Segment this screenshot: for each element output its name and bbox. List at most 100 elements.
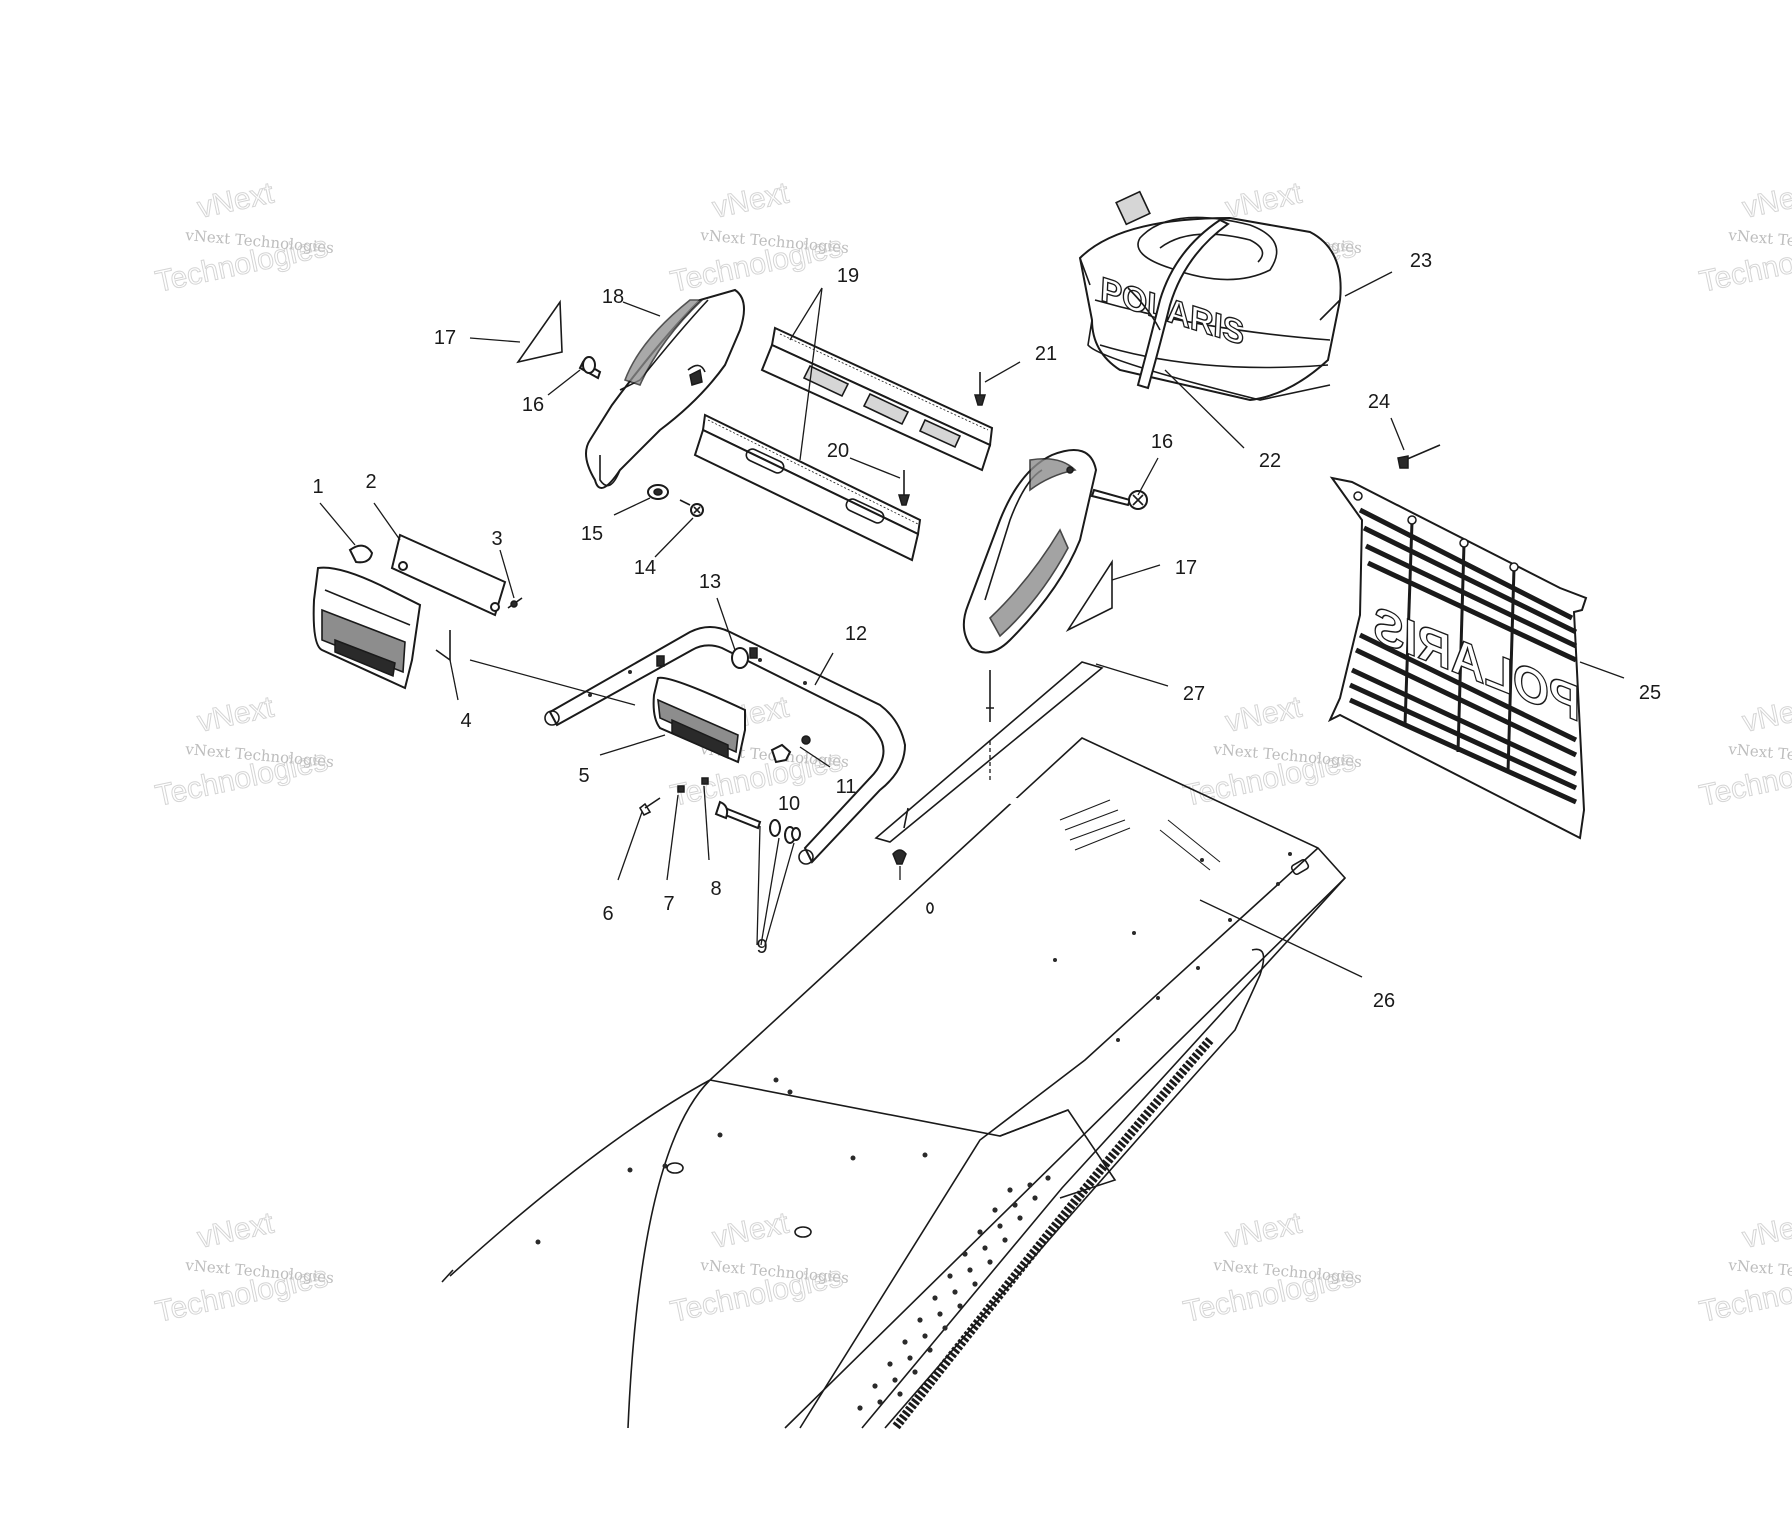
- tunnel-vent-holes: [857, 1175, 1051, 1411]
- washer: [791, 827, 801, 841]
- callout-25: 25: [1639, 682, 1661, 704]
- callout-22: 22: [1259, 450, 1281, 472]
- nut: [770, 743, 792, 764]
- brace-hatch: [1059, 799, 1221, 871]
- callout-21: 21: [1035, 343, 1057, 365]
- rack-rail-lower: [693, 413, 922, 562]
- callout-17-right: 17: [1175, 557, 1197, 579]
- watermark: vNext vNext Technologies Technologies: [152, 1206, 335, 1329]
- callout-17-left: 17: [434, 327, 456, 349]
- strap: [1136, 218, 1230, 390]
- side-bracket-left: [585, 288, 745, 489]
- tunnel-edge-2: [861, 877, 1346, 1429]
- tunnel-slot: [926, 902, 934, 914]
- tunnel-left-side: [627, 1079, 711, 1429]
- side-bracket-right: [962, 449, 1098, 654]
- watermark-line1: vNext: [710, 176, 793, 224]
- rear-bumper: [544, 626, 907, 865]
- rivet-24: [1397, 455, 1409, 469]
- callout-15: 15: [581, 523, 603, 545]
- watermark-line1: vNext: [1740, 176, 1792, 224]
- strap: [1127, 287, 1161, 331]
- watermark: vNext vNext Technologies Technologies: [1696, 1206, 1792, 1329]
- washer-small: [701, 777, 709, 785]
- lens-screw: [507, 597, 523, 609]
- nut: [801, 735, 811, 745]
- snow-flap: POLARIS: [1327, 476, 1588, 840]
- watermark-line1: vNext: [1223, 690, 1306, 738]
- running-board-rail: [884, 948, 1265, 1429]
- push-pin-21: [973, 394, 987, 406]
- tunnel-inner-edge: [799, 847, 1319, 1429]
- tunnel-rivets: [535, 852, 1292, 1245]
- watermark-line1: vNext: [195, 1206, 278, 1254]
- bolt-16-left: [582, 356, 596, 374]
- tunnel-bumper-tab: [1290, 858, 1310, 876]
- callout-8: 8: [710, 878, 721, 900]
- callout-18: 18: [602, 286, 624, 308]
- leader-lines: [319, 271, 1625, 978]
- washer: [769, 819, 781, 837]
- tunnel-panel-seam: [999, 1109, 1117, 1199]
- cross-brace: [996, 766, 1250, 944]
- watermark: vNext vNext Technologies Technologies: [667, 176, 850, 299]
- bolt-16-right: [1090, 488, 1132, 507]
- callouts: 1 2 3 4 5 6 7 8 9 10 11 12 13 14 15 16 1…: [312, 250, 1661, 1012]
- callout-2: 2: [365, 471, 376, 493]
- watermark-line1: vNext: [1223, 176, 1306, 224]
- storage-box: POLARIS: [1078, 190, 1342, 402]
- watermark: vNext vNext Technologies Technologies: [1180, 1206, 1363, 1329]
- watermark-line1: vNext: [195, 176, 278, 224]
- tail-light-lower: [652, 676, 746, 764]
- tunnel-slot: [666, 1162, 684, 1174]
- callout-7: 7: [663, 893, 674, 915]
- hardware: [516, 299, 1441, 844]
- watermark-line1: vNext: [1740, 1206, 1792, 1254]
- push-pin-20: [897, 494, 911, 506]
- watermark-line1: vNext: [1223, 1206, 1306, 1254]
- watermark: vNext vNext Technologies Technologies: [152, 690, 335, 813]
- bulb: [348, 544, 374, 564]
- reflector-decal: [1065, 559, 1113, 633]
- grommet: [731, 647, 749, 669]
- lens-gasket: [390, 533, 507, 617]
- tunnel-assembly: [441, 737, 1347, 1431]
- callout-16-right: 16: [1151, 431, 1173, 453]
- callout-9: 9: [756, 936, 767, 958]
- watermark-line1: vNext: [195, 690, 278, 738]
- storage-box-latch: [1115, 190, 1151, 226]
- snow-flap-ribs: [1348, 507, 1578, 805]
- watermark: vNext vNext Technologies Technologies: [1696, 176, 1792, 299]
- callout-27: 27: [1183, 683, 1205, 705]
- watermark: vNext vNext Technologies Technologies: [152, 176, 335, 299]
- watermark-line1: vNext: [710, 1206, 793, 1254]
- callout-6: 6: [602, 903, 613, 925]
- callout-3: 3: [491, 528, 502, 550]
- long-bolt-head: [714, 800, 729, 820]
- tunnel-hash: [441, 1269, 454, 1283]
- watermark: vNext vNext Technologies Technologies: [1696, 690, 1792, 813]
- watermark-line1: vNext: [1740, 690, 1792, 738]
- reflector-decal: [516, 299, 563, 364]
- callout-1: 1: [312, 476, 323, 498]
- watermark: vNext vNext Technologies Technologies: [667, 1206, 850, 1329]
- tunnel-left-fold: [709, 1079, 1069, 1137]
- wire-clip: [435, 630, 451, 662]
- washer-15: [653, 488, 663, 496]
- tail-light-housing: [312, 566, 422, 690]
- callout-5: 5: [578, 765, 589, 787]
- running-board-tread: [891, 1037, 1214, 1431]
- screw: [679, 499, 691, 506]
- callout-4: 4: [460, 710, 471, 732]
- callout-19: 19: [837, 265, 859, 287]
- callout-12: 12: [845, 623, 867, 645]
- bolt: [638, 797, 661, 817]
- callout-16-left: 16: [522, 394, 544, 416]
- callout-13: 13: [699, 571, 721, 593]
- callout-10: 10: [778, 793, 800, 815]
- callout-11: 11: [836, 776, 857, 798]
- snow-flap-verticals: [1403, 521, 1516, 773]
- callout-26: 26: [1373, 990, 1395, 1012]
- snow-flap-holes: [1353, 491, 1519, 572]
- callout-14: 14: [634, 557, 656, 579]
